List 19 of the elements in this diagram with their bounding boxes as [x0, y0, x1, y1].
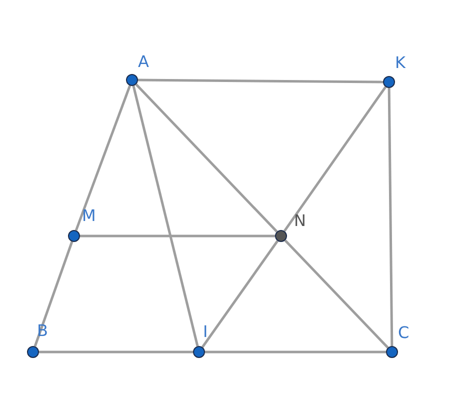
- line-segment: [201, 240, 279, 348]
- line-segment: [135, 83, 278, 233]
- point-label: C: [398, 324, 410, 342]
- point-label: K: [395, 54, 406, 72]
- line-segment: [39, 350, 193, 354]
- line-segment: [34, 241, 74, 347]
- line-segment: [80, 234, 275, 238]
- line-segment: [138, 78, 383, 84]
- point-label: N: [294, 212, 306, 230]
- point-label: B: [37, 322, 48, 340]
- line-segment: [283, 86, 387, 232]
- point-label: I: [203, 323, 208, 341]
- line-segment: [284, 239, 389, 349]
- line-segment: [388, 88, 394, 346]
- point-label: A: [138, 53, 149, 71]
- line-segment: [205, 350, 386, 354]
- line-segment: [74, 85, 132, 231]
- line-segment: [132, 86, 199, 346]
- point-label: M: [82, 207, 96, 225]
